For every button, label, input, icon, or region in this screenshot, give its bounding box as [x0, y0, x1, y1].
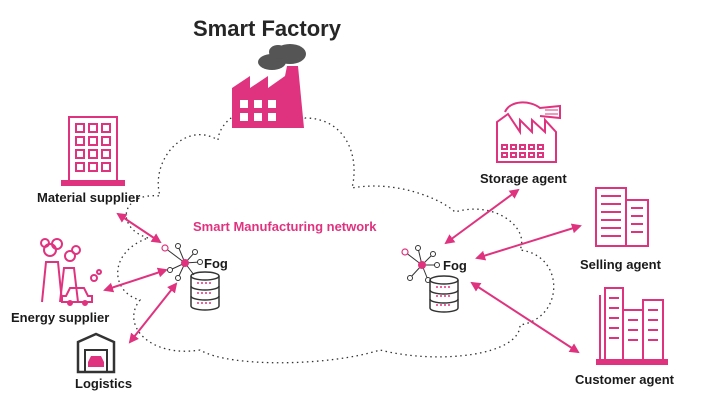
fog-label-left: Fog: [204, 256, 228, 271]
skyscraper-icon: [595, 187, 649, 247]
arrow-storage-agent: [444, 188, 520, 245]
arrow-selling-agent: [475, 223, 582, 261]
fog-node-left: [161, 243, 203, 281]
factory-icon: [232, 44, 306, 128]
node-label-energy-supplier: Energy supplier: [11, 310, 110, 325]
arrow-material-supplier: [116, 212, 162, 244]
warehouse-icon: [496, 101, 561, 163]
fog-label-right: Fog: [443, 258, 467, 273]
arrow-customer-agent: [470, 281, 580, 354]
node-label-logistics: Logistics: [75, 376, 133, 391]
fog-node-right: [401, 245, 440, 283]
diagram-title: Smart Factory: [193, 16, 341, 41]
arrow-logistics: [128, 282, 178, 344]
network-cloud: [117, 105, 555, 364]
garage-icon: [76, 332, 116, 374]
database-icon-left: [190, 271, 220, 311]
arrow-energy-supplier: [103, 267, 168, 293]
power-plant-icon: [40, 238, 102, 306]
node-label-selling-agent: Selling agent: [580, 257, 661, 272]
office-building-icon: [61, 116, 125, 186]
city-buildings-icon: [596, 287, 668, 365]
node-label-customer-agent: Customer agent: [575, 372, 674, 387]
node-label-material-supplier: Material supplier: [37, 190, 141, 205]
node-label-storage-agent: Storage agent: [480, 171, 567, 186]
network-label: Smart Manufacturing network: [193, 219, 377, 234]
database-icon-right: [429, 275, 459, 313]
